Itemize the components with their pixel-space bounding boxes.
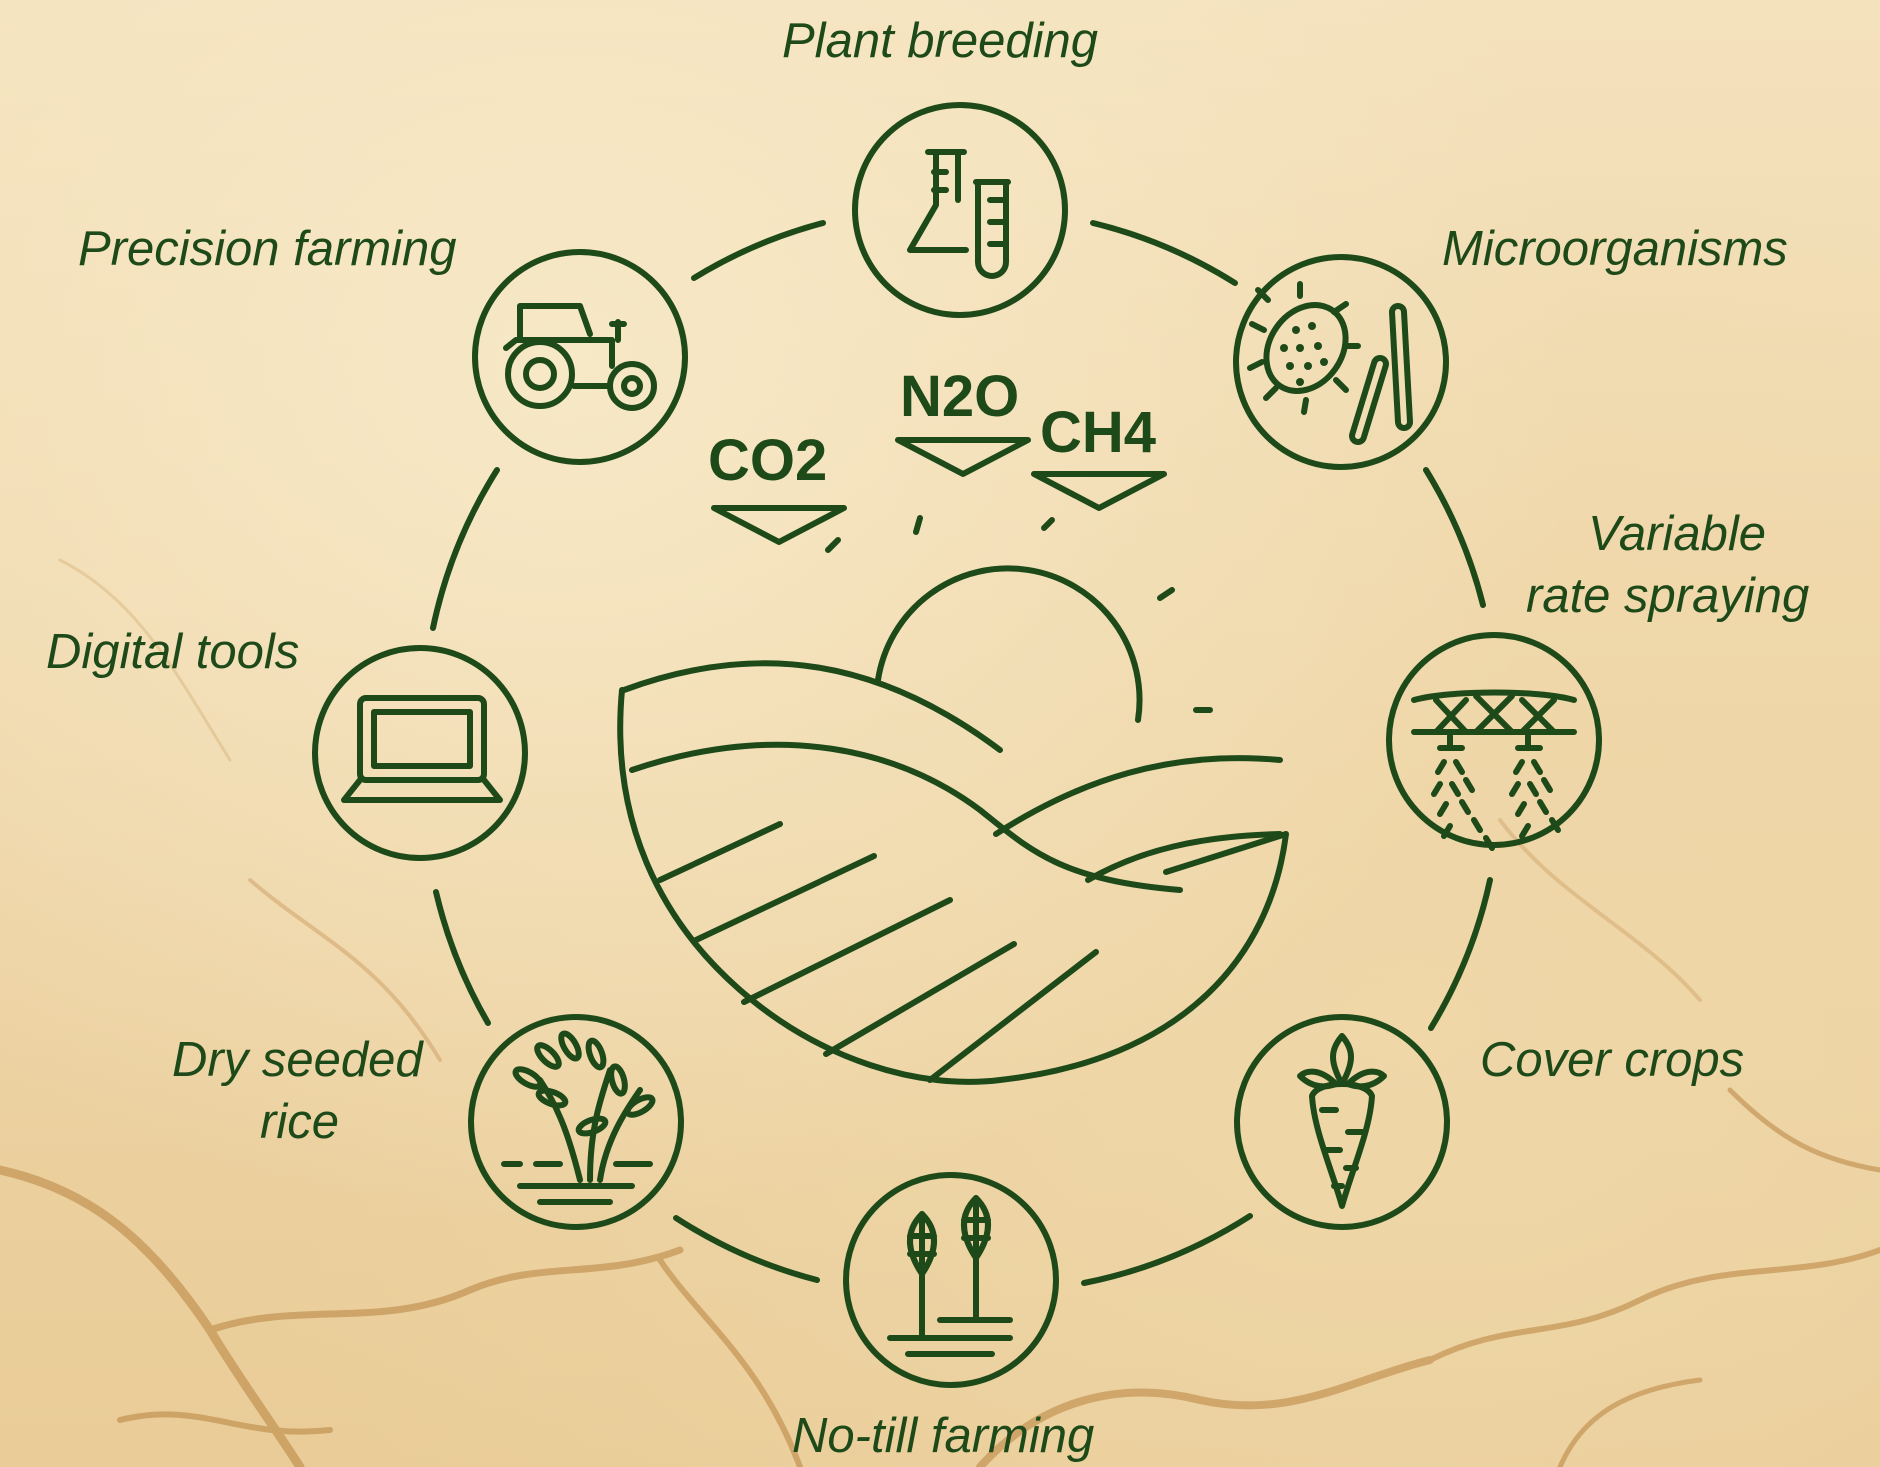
ch4-label: CH4 <box>1040 400 1157 465</box>
variable-rate-spraying-label-line1: Variable <box>1588 507 1766 561</box>
plant-breeding-label: Plant breeding <box>782 14 1099 68</box>
sun-over-fields-icon <box>617 515 1289 1085</box>
plant-breeding-node <box>852 102 1068 318</box>
laptop-icon <box>341 695 503 803</box>
variable-rate-spraying-node <box>1386 632 1602 848</box>
microorganisms-node <box>1233 254 1449 470</box>
n2o-label: N2O <box>900 364 1020 429</box>
tractor-icon <box>503 303 657 411</box>
digital-tools-label: Digital tools <box>46 625 300 679</box>
dry-seeded-rice-label-line1: Dry seeded <box>172 1033 423 1087</box>
cover-crops-node <box>1234 1014 1450 1230</box>
co2-arrow <box>711 505 847 545</box>
rice-plant-icon <box>501 1030 656 1205</box>
sprayer-icon <box>1411 689 1577 851</box>
dry-soil-cracks <box>0 558 1880 1467</box>
digital-tools-node <box>312 645 528 861</box>
dry-seeded-rice-node <box>468 1014 684 1230</box>
ch4-arrow <box>1031 471 1167 511</box>
wheat-icon <box>887 1195 1013 1357</box>
microorganisms-label: Microorganisms <box>1442 222 1788 276</box>
cover-crops-label: Cover crops <box>1480 1033 1745 1087</box>
test-tubes-icon <box>907 149 1011 279</box>
microbes-icon <box>1247 281 1413 445</box>
dry-seeded-rice-label-line2: rice <box>260 1095 339 1149</box>
cycle-ring <box>430 220 1493 1286</box>
n2o-arrow <box>895 437 1031 477</box>
precision-farming-label: Precision farming <box>78 222 457 276</box>
precision-farming-node <box>472 249 688 465</box>
carrot-icon <box>1297 1033 1387 1209</box>
variable-rate-spraying-label-line2: rate spraying <box>1526 569 1810 623</box>
no-till-farming-label: No-till farming <box>792 1409 1095 1463</box>
no-till-farming-node <box>843 1172 1059 1388</box>
co2-label: CO2 <box>708 428 828 493</box>
